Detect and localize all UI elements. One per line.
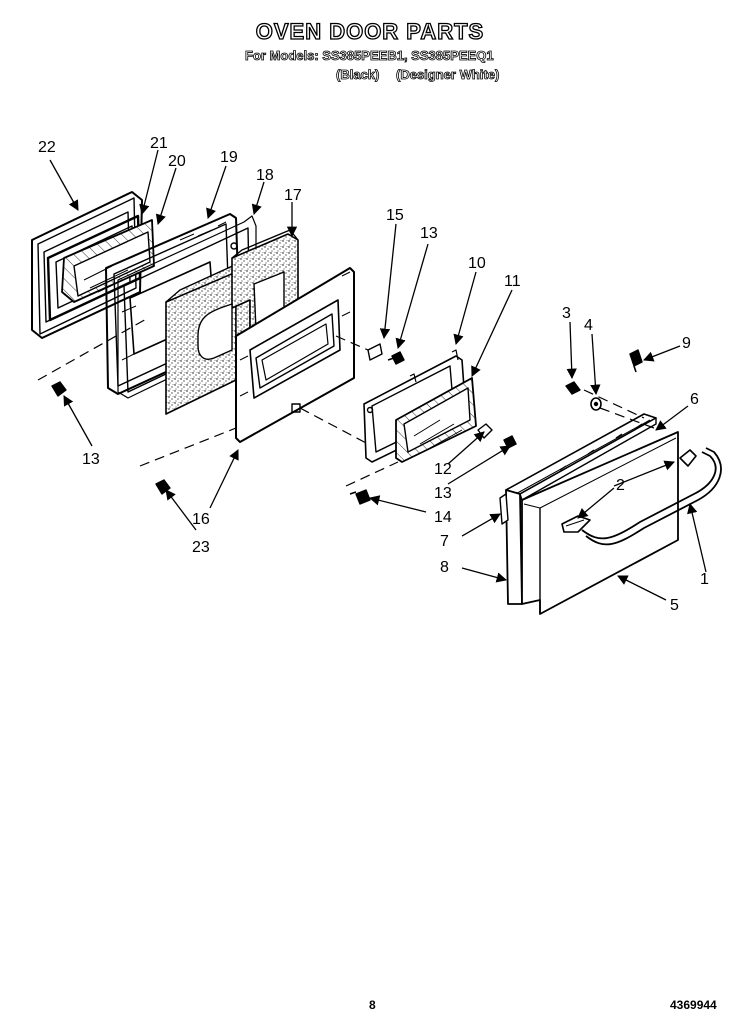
callout-13-lower: 13 [434, 485, 452, 502]
part-16-inner-panel [235, 267, 355, 443]
part-2-end-caps [561, 449, 697, 533]
document-number: 4369944 [670, 998, 717, 1012]
callout-3: 3 [562, 305, 571, 322]
callout-1: 1 [700, 571, 709, 588]
callout-8: 8 [440, 559, 449, 576]
part-9-screw [629, 349, 643, 373]
callout-12: 12 [434, 461, 452, 478]
callout-16: 16 [192, 511, 210, 528]
page-number: 8 [369, 998, 376, 1012]
part-20-glass-pane [61, 219, 155, 303]
callout-14: 14 [434, 509, 452, 526]
callout-19: 19 [220, 149, 238, 166]
callout-9: 9 [682, 335, 691, 352]
callout-numbers: 22 21 20 19 18 17 15 13 10 11 3 4 9 6 2 … [38, 135, 709, 614]
callout-20: 20 [168, 153, 186, 170]
callout-4: 4 [584, 317, 593, 334]
part-1-handle [581, 447, 722, 546]
callout-6: 6 [690, 391, 699, 408]
part-3-screw [565, 381, 581, 395]
part-4-washer [590, 397, 602, 411]
assembly-dashed-lines [37, 317, 655, 487]
callout-21: 21 [150, 135, 168, 152]
part-11-inner-glass [395, 377, 477, 463]
part-14-screw [349, 489, 371, 505]
callout-18: 18 [256, 167, 274, 184]
part-13-screw-lower [503, 435, 517, 449]
variant-black: (Black) [336, 67, 380, 83]
part-outer-door-assembly [499, 413, 679, 615]
callout-15: 15 [386, 207, 404, 224]
part-13-screw-upper [387, 351, 405, 365]
part-15-bracket [367, 343, 383, 361]
models-line: For Models: SS385PEEB1, SS385PEEQ1 [245, 48, 494, 64]
callout-13-left: 13 [82, 451, 100, 468]
callout-17: 17 [284, 187, 302, 204]
callout-2: 2 [616, 477, 625, 494]
page-title: OVEN DOOR PARTS [255, 18, 485, 44]
callout-7: 7 [440, 533, 449, 550]
callout-22: 22 [38, 139, 56, 156]
variant-designer-white: (Designer White) [396, 67, 500, 83]
callout-13-upper: 13 [420, 225, 438, 242]
callout-10: 10 [468, 255, 486, 272]
callout-leaders [49, 149, 707, 601]
callout-11: 11 [504, 273, 521, 290]
callout-23: 23 [192, 539, 210, 556]
part-13-screw-left [51, 381, 67, 397]
callout-5: 5 [670, 597, 679, 614]
